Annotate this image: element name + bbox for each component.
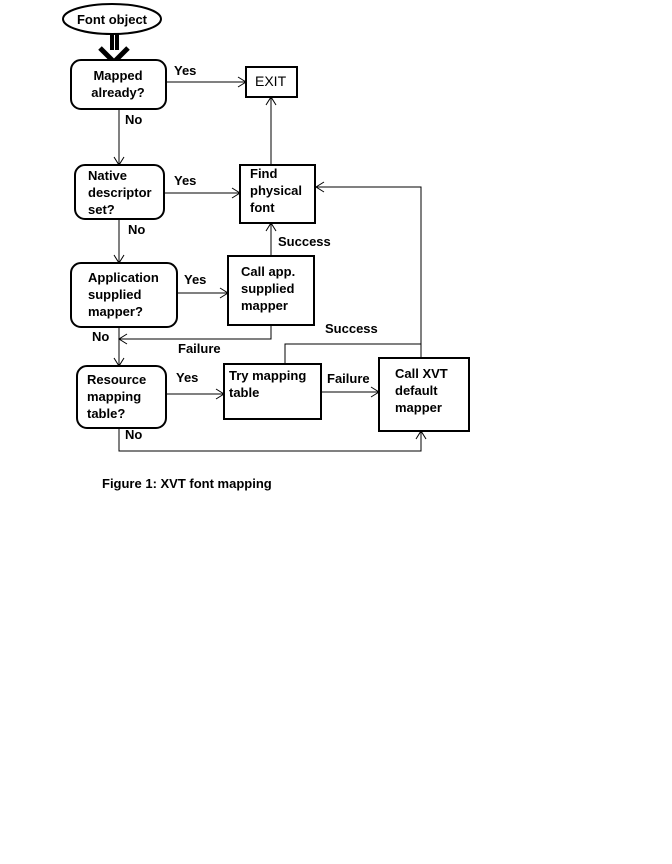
edge-callxvt-find bbox=[316, 186, 422, 358]
node-label: supplied bbox=[88, 287, 142, 302]
node-label: Find bbox=[250, 166, 277, 181]
node-label: table bbox=[229, 385, 259, 400]
node-label: Application bbox=[88, 270, 159, 285]
label-try-failure: Failure bbox=[327, 371, 370, 386]
node-label: mapper? bbox=[88, 304, 143, 319]
edge-callapp-failure bbox=[119, 325, 272, 340]
label-try-success: Success bbox=[325, 321, 378, 336]
edge-resource-callxvt bbox=[118, 428, 422, 452]
node-native-descriptor: Native descriptor set? bbox=[74, 164, 165, 220]
label-resource-no: No bbox=[125, 427, 142, 442]
node-label: Try mapping bbox=[229, 368, 306, 383]
node-label: set? bbox=[88, 202, 115, 217]
edge-labels: Yes No Yes No Yes No Success Failure Yes… bbox=[92, 63, 378, 442]
node-label: Native bbox=[88, 168, 127, 183]
label-mapped-no: No bbox=[125, 112, 142, 127]
node-application-mapper: Application supplied mapper? bbox=[70, 262, 178, 328]
label-app-yes: Yes bbox=[184, 272, 206, 287]
figure-caption: Figure 1: XVT font mapping bbox=[102, 476, 272, 491]
node-try-mapping-table: Try mapping table bbox=[223, 363, 322, 420]
node-label: physical bbox=[250, 183, 302, 198]
node-find-physical-font: Find physical font bbox=[239, 164, 316, 224]
node-label: font bbox=[250, 200, 275, 215]
node-label: Call XVT bbox=[395, 366, 448, 381]
node-label: Font object bbox=[77, 12, 148, 27]
node-label: EXIT bbox=[255, 73, 287, 89]
node-label: already? bbox=[91, 85, 145, 100]
node-label: mapper bbox=[395, 400, 442, 415]
node-label: supplied bbox=[241, 281, 295, 296]
start-arrow bbox=[110, 34, 119, 50]
label-callapp-failure: Failure bbox=[178, 341, 221, 356]
node-label: mapping bbox=[87, 389, 141, 404]
label-app-no: No bbox=[92, 329, 109, 344]
node-call-app-mapper: Call app. supplied mapper bbox=[227, 255, 315, 326]
node-label: Resource bbox=[87, 372, 146, 387]
node-call-xvt-mapper: Call XVT default mapper bbox=[378, 357, 470, 432]
node-label: default bbox=[395, 383, 438, 398]
label-native-yes: Yes bbox=[174, 173, 196, 188]
node-label: Call app. bbox=[241, 264, 295, 279]
node-label: Mapped bbox=[93, 68, 142, 83]
label-mapped-yes: Yes bbox=[174, 63, 196, 78]
node-label: descriptor bbox=[88, 185, 152, 200]
label-resource-yes: Yes bbox=[176, 370, 198, 385]
label-native-no: No bbox=[128, 222, 145, 237]
edge-try-success bbox=[284, 343, 421, 364]
node-resource-mapping: Resource mapping table? bbox=[76, 365, 167, 429]
node-font-object: Font object bbox=[62, 3, 162, 35]
label-callapp-success: Success bbox=[278, 234, 331, 249]
node-exit: EXIT bbox=[245, 66, 298, 98]
node-label: mapper bbox=[241, 298, 288, 313]
node-label: table? bbox=[87, 406, 125, 421]
node-mapped-already: Mapped already? bbox=[70, 59, 167, 110]
